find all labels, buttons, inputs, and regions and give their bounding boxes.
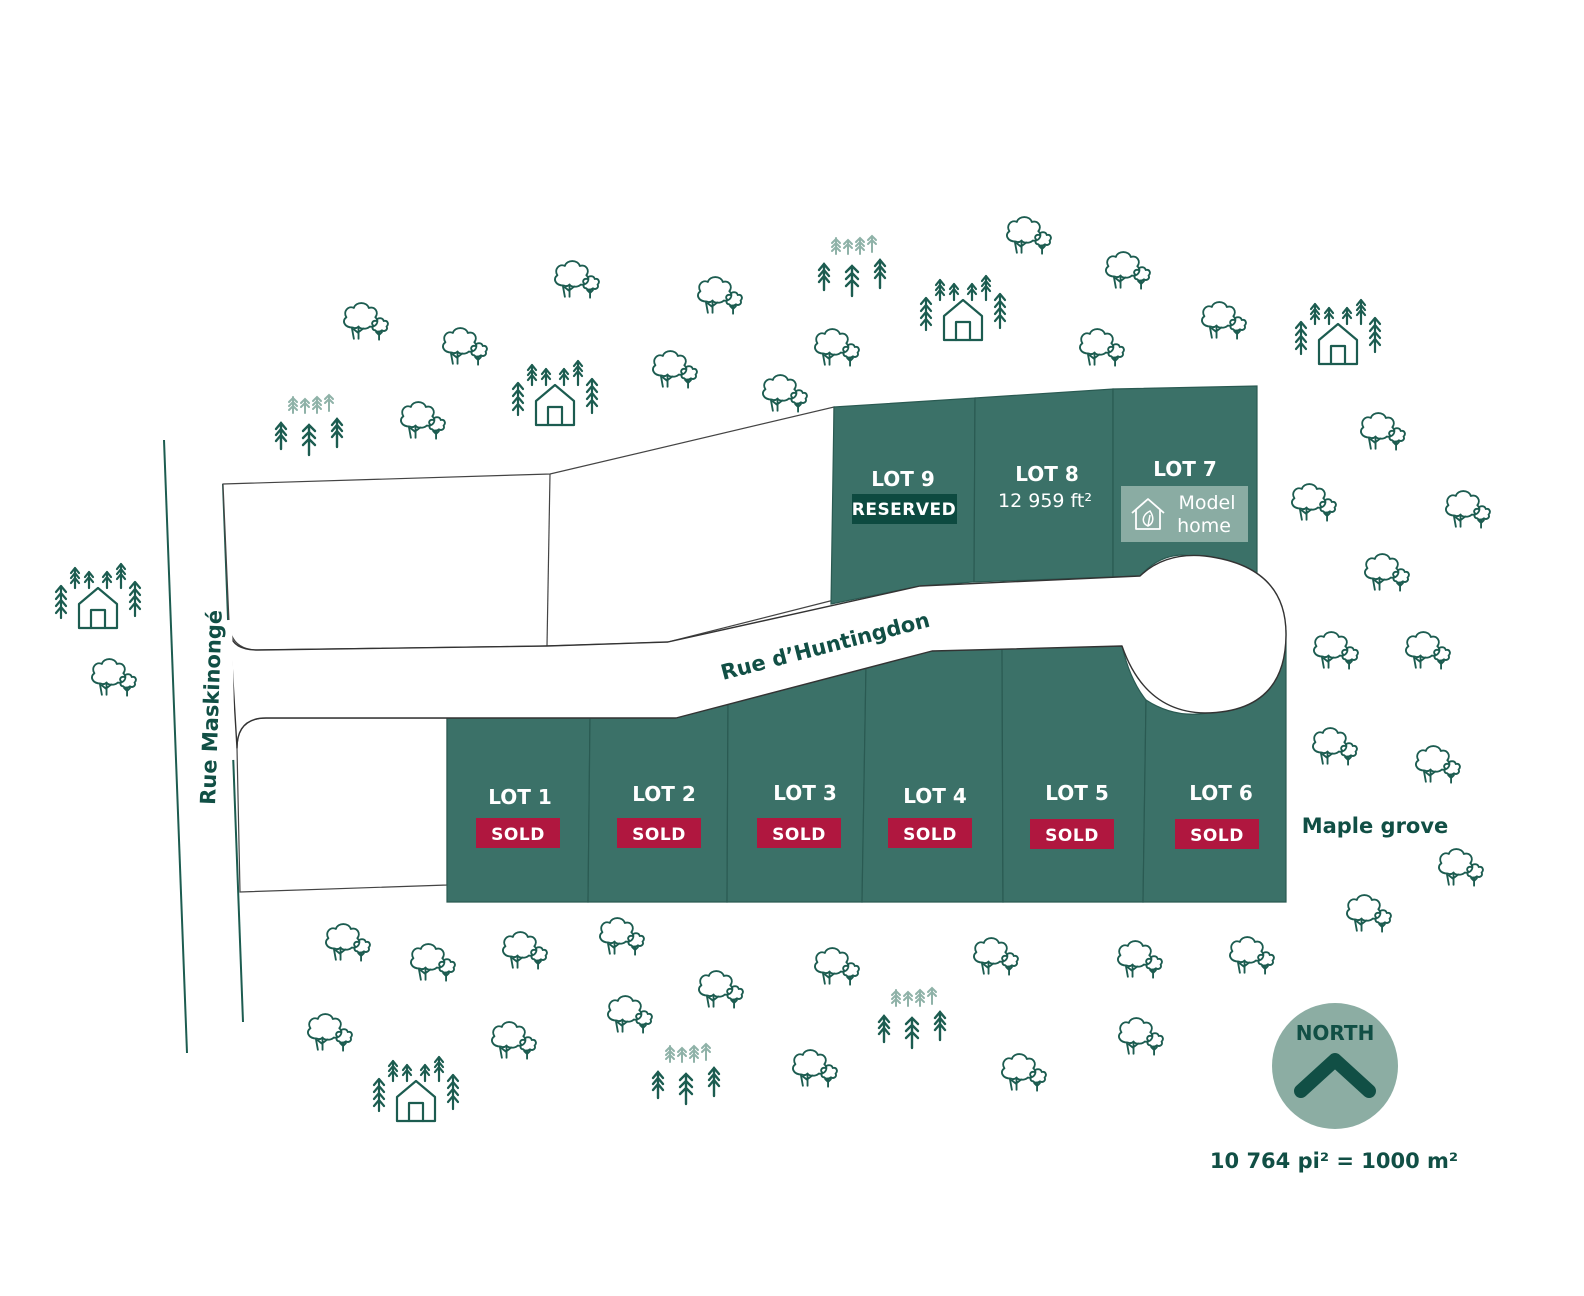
deciduous-tree-icon	[1311, 727, 1358, 766]
conifer-cluster-icon	[274, 393, 344, 457]
lot-5-sold-text: SOLD	[1045, 826, 1099, 846]
deciduous-tree-icon	[1000, 1053, 1047, 1092]
north-compass: NORTH	[1272, 1003, 1398, 1129]
deciduous-tree-icon	[399, 401, 446, 440]
deciduous-tree-icon	[1437, 848, 1484, 887]
deciduous-tree-icon	[1359, 412, 1406, 451]
cabin-icon	[1294, 298, 1382, 366]
deciduous-tree-icon	[490, 1021, 537, 1060]
deciduous-tree-icon	[1228, 936, 1275, 975]
deciduous-tree-icon	[1200, 301, 1247, 340]
deciduous-tree-icon	[1116, 940, 1163, 979]
deciduous-tree-icon	[606, 995, 653, 1034]
lot-7-label: LOT 7	[1153, 457, 1217, 481]
lot-6-sold-badge	[1175, 819, 1259, 849]
lot-2-label: LOT 2	[632, 782, 696, 806]
lot-1-sold-badge	[476, 818, 560, 848]
deciduous-tree-icon	[598, 917, 645, 956]
deciduous-tree-icon	[651, 350, 698, 389]
cabin-icon	[511, 359, 599, 427]
deciduous-tree-icon	[972, 937, 1019, 976]
deciduous-tree-icon	[791, 1049, 838, 1088]
street-name-maskinonge: Rue Maskinongé	[196, 609, 227, 805]
lot-1-parcel[interactable]	[446, 717, 591, 903]
lot-4-sold-badge	[888, 818, 972, 848]
lot-6-sold-text: SOLD	[1190, 826, 1244, 846]
deciduous-tree-icon	[1404, 631, 1451, 670]
deciduous-tree-icon	[1290, 483, 1337, 522]
deciduous-tree-icon	[1078, 328, 1125, 367]
deciduous-tree-icon	[342, 302, 389, 341]
cabin-icon	[919, 274, 1007, 342]
deciduous-tree-icon	[409, 943, 456, 982]
deciduous-tree-icon	[1117, 1017, 1164, 1056]
deciduous-tree-icon	[813, 328, 860, 367]
deciduous-tree-icon	[697, 970, 744, 1009]
lot-1-label: LOT 1	[488, 785, 552, 809]
chevron-up-icon	[1294, 1053, 1376, 1098]
deciduous-tree-icon	[761, 374, 808, 413]
road-network	[163, 406, 835, 1054]
conifer-cluster-icon	[651, 1042, 721, 1106]
deciduous-tree-icon	[501, 931, 548, 970]
deciduous-tree-icon	[1104, 251, 1151, 290]
lot-9-label: LOT 9	[871, 467, 935, 491]
deciduous-tree-icon	[1444, 490, 1491, 529]
deciduous-tree-icon	[306, 1013, 353, 1052]
north-label: NORTH	[1296, 1021, 1375, 1045]
maple-grove-label: Maple grove	[1302, 814, 1449, 838]
deciduous-tree-icon	[441, 327, 488, 366]
deciduous-tree-icon	[1312, 631, 1359, 670]
deciduous-tree-icon	[324, 923, 371, 962]
lot-2-sold-badge	[617, 818, 701, 848]
lot-5-label: LOT 5	[1045, 781, 1109, 805]
deciduous-tree-icon	[696, 276, 743, 315]
deciduous-tree-icon	[1363, 553, 1410, 592]
lot-5-parcel[interactable]	[1001, 645, 1147, 903]
lot-4-sold-text: SOLD	[903, 825, 957, 845]
house-leaf-icon	[1131, 498, 1165, 530]
model-home-text-line2: home	[1177, 515, 1231, 537]
lot-4-label: LOT 4	[903, 784, 967, 808]
deciduous-tree-icon	[1005, 216, 1052, 255]
reserved-badge	[852, 494, 957, 524]
lot-8-label: LOT 8	[1015, 462, 1079, 486]
lot-5-sold-badge	[1030, 819, 1114, 849]
deciduous-tree-icon	[1345, 894, 1392, 933]
conifer-cluster-icon	[877, 986, 947, 1050]
lot-8-area: 12 959 ft²	[998, 490, 1092, 512]
scale-note: 10 764 pi² = 1000 m²	[1210, 1149, 1458, 1173]
rue-huntingdon-road	[226, 554, 1287, 761]
conifer-cluster-icon	[817, 234, 887, 298]
lot-3-sold-badge	[757, 818, 841, 848]
model-home-badge[interactable]	[1121, 486, 1248, 542]
lot-labels: LOT 9 RESERVED LOT 8 12 959 ft² LOT 7 Mo…	[476, 457, 1259, 849]
reserved-badge-text: RESERVED	[852, 500, 957, 520]
deciduous-tree-icon	[553, 260, 600, 299]
lot-4-parcel[interactable]	[861, 647, 1004, 903]
lot-3-label: LOT 3	[773, 781, 837, 805]
lot-2-sold-text: SOLD	[632, 825, 686, 845]
lot-1-sold-text: SOLD	[491, 825, 545, 845]
model-home-text-line1: Model	[1178, 492, 1235, 514]
lot-3-sold-text: SOLD	[772, 825, 826, 845]
deciduous-tree-icon	[813, 947, 860, 986]
deciduous-tree-icon	[90, 658, 137, 697]
lot-6-label: LOT 6	[1189, 781, 1253, 805]
deciduous-tree-icon	[1414, 745, 1461, 784]
cabin-icon	[54, 562, 142, 630]
cabin-icon	[372, 1055, 460, 1123]
